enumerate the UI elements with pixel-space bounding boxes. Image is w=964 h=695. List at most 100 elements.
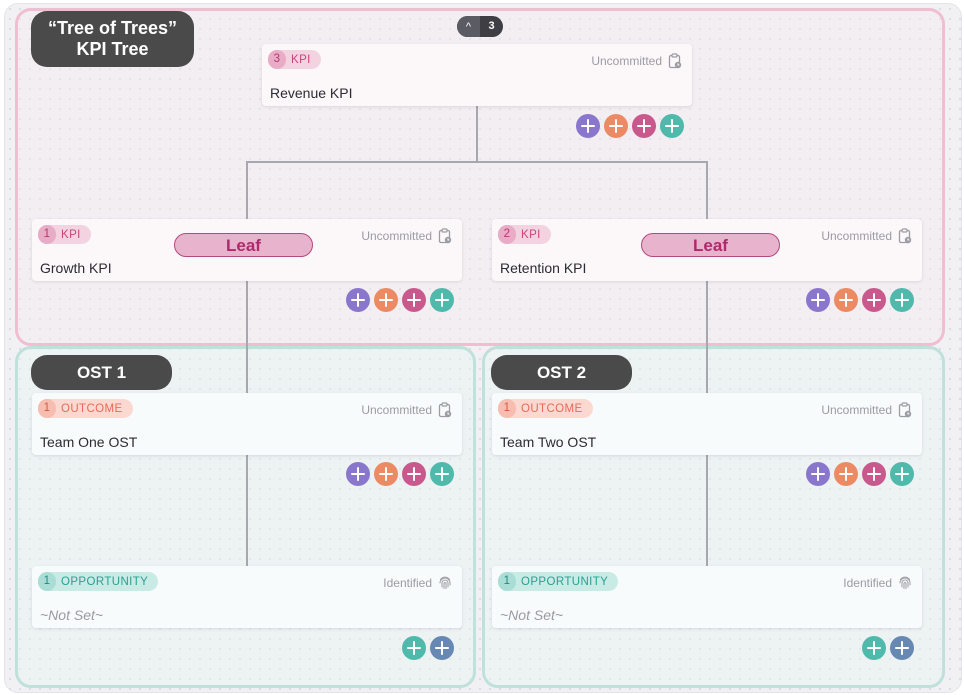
add-purple-icon[interactable] xyxy=(806,462,830,486)
node-status[interactable]: Identified xyxy=(383,575,452,590)
connector-line xyxy=(476,106,478,162)
add-purple-icon[interactable] xyxy=(346,288,370,312)
add-orange-icon[interactable] xyxy=(374,288,398,312)
node-card-outcome-team-one[interactable]: 1 OUTCOME Uncommitted Team One OST xyxy=(32,393,462,455)
node-type-badge: 3 KPI xyxy=(268,50,321,69)
badge-type: OUTCOME xyxy=(521,402,583,415)
collapse-count: 3 xyxy=(488,20,495,32)
status-label: Uncommitted xyxy=(821,403,892,417)
badge-number: 1 xyxy=(38,572,56,591)
add-child-buttons xyxy=(346,462,454,486)
add-purple-icon[interactable] xyxy=(346,462,370,486)
add-teal-icon[interactable] xyxy=(660,114,684,138)
add-child-buttons xyxy=(862,636,914,660)
add-teal-icon[interactable] xyxy=(862,636,886,660)
add-teal-icon[interactable] xyxy=(402,636,426,660)
add-teal-icon[interactable] xyxy=(890,288,914,312)
node-status[interactable]: Uncommitted xyxy=(821,228,912,244)
add-pink-icon[interactable] xyxy=(402,462,426,486)
node-title: ~Not Set~ xyxy=(40,607,104,623)
node-status[interactable]: Uncommitted xyxy=(821,402,912,418)
node-card-opportunity-1[interactable]: 1 OPPORTUNITY Identified ~Not Set~ xyxy=(32,566,462,628)
fingerprint-icon[interactable] xyxy=(898,575,912,590)
node-title: Team Two OST xyxy=(500,434,597,450)
status-label: Uncommitted xyxy=(361,229,432,243)
node-type-badge: 1 OUTCOME xyxy=(38,399,133,418)
node-card-outcome-team-two[interactable]: 1 OUTCOME Uncommitted Team Two OST xyxy=(492,393,922,455)
add-pink-icon[interactable] xyxy=(402,288,426,312)
kpi-tree-title-line2: KPI Tree xyxy=(76,39,149,59)
node-status[interactable]: Uncommitted xyxy=(361,402,452,418)
add-teal-icon[interactable] xyxy=(890,462,914,486)
chevron-up-icon[interactable]: ^ xyxy=(457,16,480,37)
add-pink-icon[interactable] xyxy=(862,288,886,312)
badge-number: 3 xyxy=(268,50,286,69)
add-orange-icon[interactable] xyxy=(374,462,398,486)
badge-type: KPI xyxy=(291,53,311,66)
status-label: Uncommitted xyxy=(821,229,892,243)
node-title: Growth KPI xyxy=(40,260,112,276)
add-purple-icon[interactable] xyxy=(806,288,830,312)
connector-line xyxy=(246,455,248,566)
node-card-revenue-kpi[interactable]: 3 KPI Uncommitted Revenue KPI xyxy=(262,44,692,106)
add-pink-icon[interactable] xyxy=(632,114,656,138)
ost-2-title: OST 2 xyxy=(491,355,632,390)
add-orange-icon[interactable] xyxy=(834,462,858,486)
clipboard-clock-icon[interactable] xyxy=(438,402,452,418)
node-type-badge: 1 OPPORTUNITY xyxy=(498,572,619,591)
add-child-buttons xyxy=(806,288,914,312)
badge-type: KPI xyxy=(521,228,541,241)
badge-number: 1 xyxy=(38,225,56,244)
add-blue-icon[interactable] xyxy=(430,636,454,660)
add-pink-icon[interactable] xyxy=(862,462,886,486)
node-status[interactable]: Identified xyxy=(843,575,912,590)
leaf-label: Leaf xyxy=(174,233,313,257)
status-label: Identified xyxy=(843,575,892,590)
add-child-buttons xyxy=(346,288,454,312)
clipboard-clock-icon[interactable] xyxy=(898,402,912,418)
add-orange-icon[interactable] xyxy=(834,288,858,312)
add-teal-icon[interactable] xyxy=(430,462,454,486)
fingerprint-icon[interactable] xyxy=(438,575,452,590)
node-type-badge: 1 OPPORTUNITY xyxy=(38,572,159,591)
node-status[interactable]: Uncommitted xyxy=(361,228,452,244)
clipboard-clock-icon[interactable] xyxy=(438,228,452,244)
add-child-buttons xyxy=(806,462,914,486)
node-title: Retention KPI xyxy=(500,260,587,276)
badge-type: OPPORTUNITY xyxy=(521,575,609,588)
add-teal-icon[interactable] xyxy=(430,288,454,312)
add-child-buttons xyxy=(576,114,684,138)
connector-line xyxy=(246,161,708,163)
node-title: ~Not Set~ xyxy=(500,607,564,623)
badge-number: 1 xyxy=(498,572,516,591)
badge-number: 1 xyxy=(38,399,56,418)
collapse-toggle[interactable]: ^ 3 xyxy=(457,16,503,37)
connector-line xyxy=(706,161,708,219)
badge-type: KPI xyxy=(61,228,81,241)
badge-number: 1 xyxy=(498,399,516,418)
connector-line xyxy=(706,455,708,566)
add-blue-icon[interactable] xyxy=(890,636,914,660)
node-card-opportunity-2[interactable]: 1 OPPORTUNITY Identified ~Not Set~ xyxy=(492,566,922,628)
kpi-tree-title: “Tree of Trees” KPI Tree xyxy=(31,11,194,67)
connector-line xyxy=(706,281,708,393)
status-label: Uncommitted xyxy=(361,403,432,417)
node-card-growth-kpi[interactable]: 1 KPI Leaf Uncommitted Growth KPI xyxy=(32,219,462,281)
ost-1-title: OST 1 xyxy=(31,355,172,390)
kpi-tree-title-line1: “Tree of Trees” xyxy=(47,18,178,38)
node-status[interactable]: Uncommitted xyxy=(591,53,682,69)
add-purple-icon[interactable] xyxy=(576,114,600,138)
add-orange-icon[interactable] xyxy=(604,114,628,138)
badge-number: 2 xyxy=(498,225,516,244)
clipboard-clock-icon[interactable] xyxy=(898,228,912,244)
add-child-buttons xyxy=(402,636,454,660)
status-label: Uncommitted xyxy=(591,54,662,68)
node-card-retention-kpi[interactable]: 2 KPI Leaf Uncommitted Retention KPI xyxy=(492,219,922,281)
leaf-label: Leaf xyxy=(641,233,780,257)
badge-type: OUTCOME xyxy=(61,402,123,415)
badge-type: OPPORTUNITY xyxy=(61,575,149,588)
clipboard-clock-icon[interactable] xyxy=(668,53,682,69)
connector-line xyxy=(246,161,248,219)
node-title: Revenue KPI xyxy=(270,85,353,101)
node-type-badge: 2 KPI xyxy=(498,225,551,244)
